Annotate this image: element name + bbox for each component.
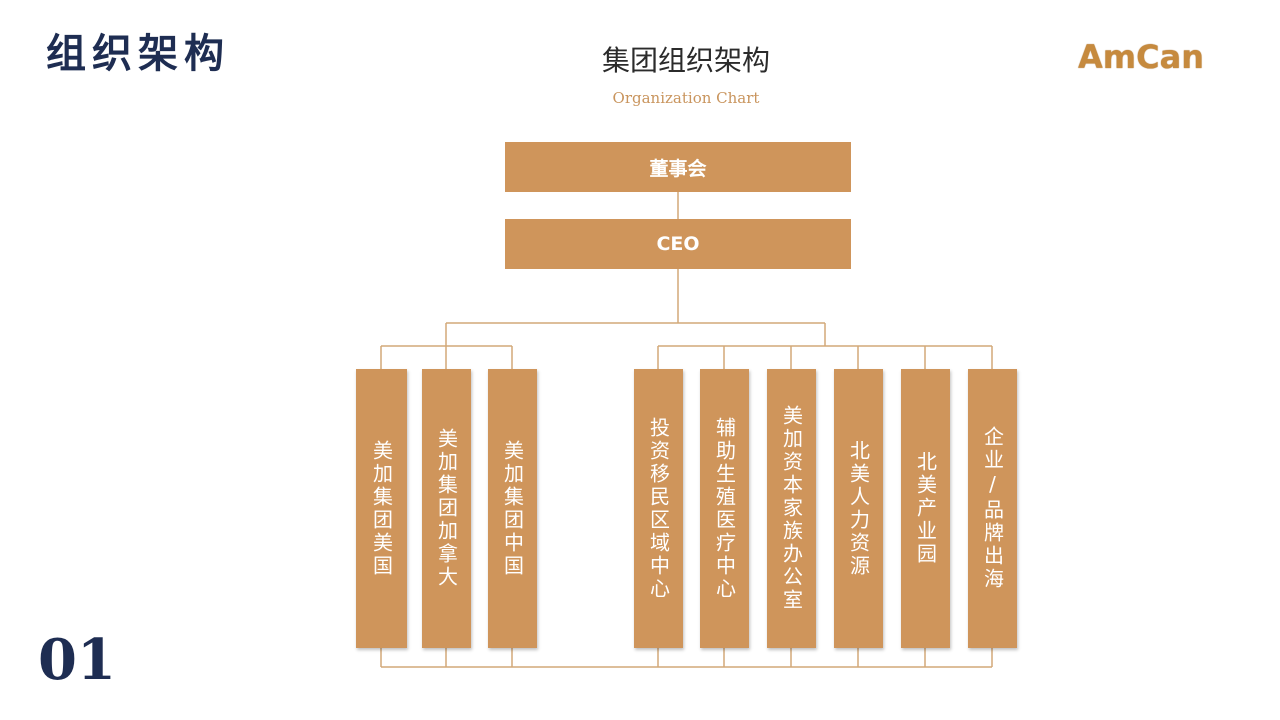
page-number: 01 <box>38 627 116 693</box>
board-label: 董事会 <box>649 157 707 180</box>
dept-label: 企业/品牌出海 <box>980 426 1005 591</box>
dept-box-right-1: 辅助生殖医疗中心 <box>700 369 749 648</box>
dept-box-left-0: 美加集团美国 <box>356 369 407 648</box>
ceo-box: CEO <box>505 219 851 269</box>
amcan-logo: AmCan <box>1078 38 1204 76</box>
board-box: 董事会 <box>505 142 851 192</box>
page-heading: 组织架构 <box>46 31 230 77</box>
ceo-label: CEO <box>656 233 700 255</box>
chart-subtitle: Organization Chart <box>612 89 760 107</box>
dept-label: 美加集团加拿大 <box>434 428 459 589</box>
dept-box-left-2: 美加集团中国 <box>488 369 537 648</box>
dept-label: 美加集团美国 <box>369 439 394 578</box>
dept-label: 美加资本家族办公室 <box>779 405 804 612</box>
dept-box-right-4: 北美产业园 <box>901 369 950 648</box>
dept-box-left-1: 美加集团加拿大 <box>422 369 471 648</box>
dept-label: 北美人力资源 <box>846 439 871 578</box>
dept-box-right-2: 美加资本家族办公室 <box>767 369 816 648</box>
dept-label: 美加集团中国 <box>500 439 525 578</box>
dept-label: 辅助生殖医疗中心 <box>712 416 737 601</box>
chart-title: 集团组织架构 <box>601 44 770 77</box>
dept-label: 北美产业园 <box>913 451 938 566</box>
dept-box-right-0: 投资移民区域中心 <box>634 369 683 648</box>
dept-label: 投资移民区域中心 <box>646 416 671 601</box>
dept-box-right-3: 北美人力资源 <box>834 369 883 648</box>
dept-box-right-5: 企业/品牌出海 <box>968 369 1017 648</box>
